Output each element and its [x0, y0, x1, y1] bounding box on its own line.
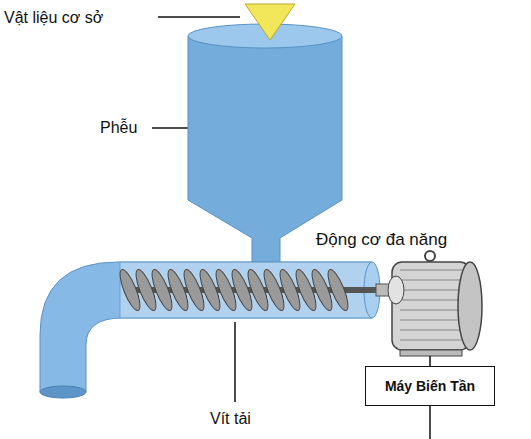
wire — [429, 406, 431, 439]
motor-feet — [400, 350, 462, 356]
motor-fins — [400, 270, 462, 340]
motor-flange — [388, 276, 404, 304]
motor-end-cap — [458, 262, 482, 350]
screw — [116, 267, 380, 312]
wire — [429, 356, 431, 366]
conveyor-tube — [40, 262, 372, 392]
inverter-box: Máy Biến Tần — [365, 366, 495, 406]
leader-line — [234, 322, 236, 402]
box-text: Máy Biến Tần — [385, 378, 475, 394]
leader-line — [158, 16, 240, 18]
feed-triangle — [245, 4, 295, 40]
screw-flight — [324, 267, 352, 312]
part-label: Vít tải — [210, 409, 251, 428]
part-label: Phễu — [100, 118, 137, 137]
part-label: Vật liệu cơ sở — [4, 8, 103, 27]
outlet — [40, 386, 86, 398]
part-label: Động cơ đa năng — [316, 230, 447, 250]
tube-cutaway — [120, 262, 372, 318]
lifting-eye — [425, 251, 435, 261]
